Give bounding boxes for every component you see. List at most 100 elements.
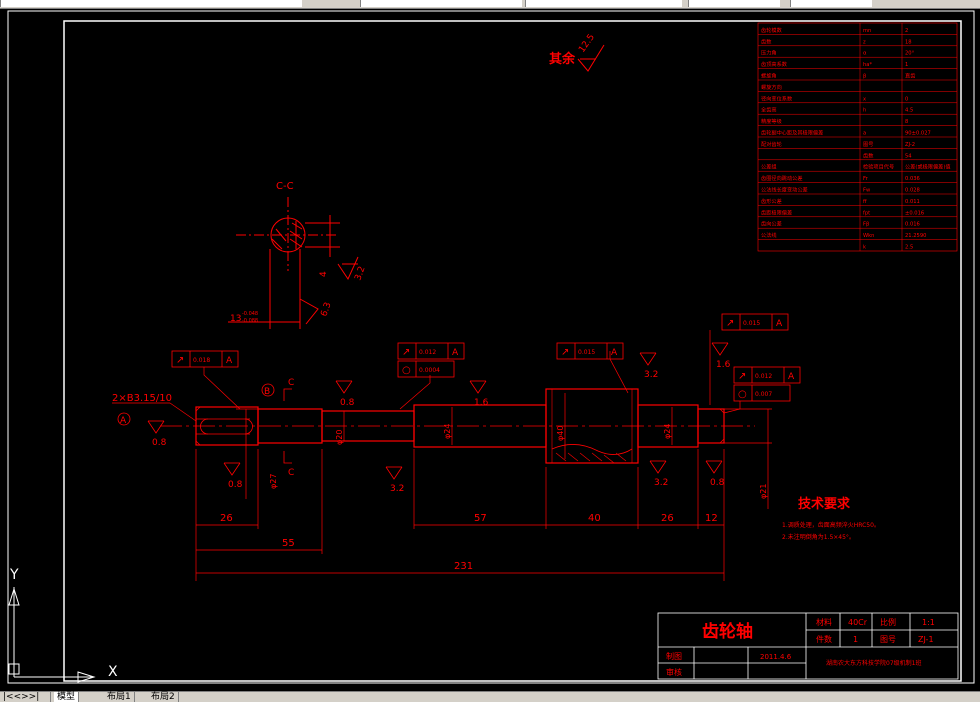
- tech-requirement-1: 1.调质处理，齿面高频淬火HRC50。: [782, 521, 880, 529]
- ucs-y-label: Y: [9, 567, 19, 583]
- table-cell: 21.2590: [905, 233, 926, 239]
- tolerance-datum: A: [611, 348, 618, 358]
- table-cell: k: [863, 245, 866, 251]
- table-cell: 0: [905, 96, 908, 102]
- table-cell: 8: [905, 119, 908, 125]
- toolbar-segment[interactable]: [790, 0, 872, 7]
- roughness-symbol-other: [577, 44, 605, 72]
- tab-nav-buttons[interactable]: |<<>>|: [0, 692, 51, 702]
- table-cell: 齿形公差: [761, 197, 782, 205]
- roughness-value: 1.6: [716, 360, 731, 370]
- dim-phi20: φ20: [335, 430, 344, 445]
- table-cell: 齿数: [863, 151, 874, 159]
- table-cell: 18: [905, 39, 912, 45]
- sheet-outer-border: [7, 10, 975, 684]
- checked-by-label: 审核: [666, 667, 682, 677]
- table-cell: 公差组: [761, 163, 777, 171]
- quantity-value: 1: [853, 635, 858, 644]
- roughness-symbol: 1.6: [469, 380, 489, 408]
- table-cell: 全齿高: [761, 106, 777, 114]
- tolerance-value: 0.012: [755, 373, 772, 380]
- table-cell: 0.011: [905, 199, 920, 205]
- table-cell: 直齿: [905, 72, 915, 80]
- datum-b-label: B: [264, 387, 270, 397]
- table-cell: β: [863, 74, 866, 80]
- table-cell: Wkn: [863, 233, 874, 239]
- table-cell: 2: [905, 28, 908, 34]
- table-cell: 齿向公差: [761, 220, 782, 228]
- table-cell: 2.5: [905, 245, 913, 251]
- table-cell: 54: [905, 153, 912, 159]
- tolerance-value: 0.018: [193, 357, 210, 364]
- table-cell: ZJ-2: [905, 142, 915, 148]
- table-cell: 螺旋角: [761, 72, 777, 80]
- table-cell: 齿轮副中心距及其极限偏差: [761, 129, 823, 137]
- tab-layout2[interactable]: 布局2: [148, 692, 179, 702]
- toolbar-segment[interactable]: [0, 0, 302, 7]
- roughness-symbol: 0.8: [223, 462, 243, 490]
- table-cell: h: [863, 108, 866, 114]
- dim-phi27: φ27: [269, 474, 278, 489]
- other-surfaces-label: 其余: [549, 51, 576, 67]
- tab-model[interactable]: 模型: [54, 692, 80, 702]
- table-cell: 齿距极限偏差: [761, 208, 792, 216]
- tolerance-value: 0.007: [755, 391, 772, 398]
- table-cell: 图号: [863, 141, 873, 148]
- center-hole-note: 2×B3.15/10: [112, 393, 172, 404]
- table-cell: 90±0.027: [905, 131, 931, 137]
- roughness-value: 3.2: [654, 478, 668, 488]
- table-cell: Fr: [863, 176, 869, 182]
- tolerance-datum: A: [788, 372, 795, 382]
- table-cell: 齿圈径向跳动公差: [761, 174, 803, 182]
- roughness-value: 3.2: [390, 484, 404, 494]
- nav-next-button[interactable]: >: [21, 692, 29, 702]
- scale-label: 比例: [880, 617, 896, 627]
- tolerance-symbol: ↗: [176, 355, 184, 366]
- drawing-no-label: 图号: [880, 635, 896, 644]
- section-cut-c-bottom: C: [288, 468, 294, 478]
- nav-last-button[interactable]: >|: [28, 692, 40, 702]
- tolerance-datum: A: [226, 356, 233, 366]
- tab-layout1[interactable]: 布局1: [104, 692, 135, 702]
- table-cell: 精度等级: [761, 117, 782, 125]
- section-roughness-6-3: 6.3: [319, 301, 333, 318]
- table-cell: z: [863, 39, 866, 45]
- table-cell: fpt: [863, 210, 870, 216]
- toolbar-segment[interactable]: [360, 0, 522, 7]
- table-cell: ha*: [863, 62, 872, 68]
- roughness-value: 0.8: [340, 398, 355, 408]
- table-cell: 齿轮模数: [761, 26, 783, 34]
- table-cell: x: [863, 96, 866, 102]
- table-cell: ±0.016: [905, 210, 924, 216]
- drawn-date: 2011.4.6: [760, 653, 792, 661]
- tolerance-value: 0.0004: [419, 367, 440, 374]
- table-cell: 0.036: [905, 176, 920, 182]
- section-dim-13: 13: [230, 314, 241, 324]
- table-cell: 公法线: [761, 231, 777, 239]
- roughness-symbol: 0.8: [335, 380, 355, 408]
- datum-b-marker: [261, 383, 275, 397]
- roughness-value: 3.2: [644, 370, 658, 380]
- dim-26-right: 26: [661, 513, 674, 524]
- sheet-inner-border: [63, 20, 962, 682]
- tech-requirements-title: 技术要求: [798, 496, 851, 512]
- tolerance-frame: ○0.007: [733, 384, 791, 402]
- roughness-symbol: 0.8: [705, 460, 725, 488]
- table-cell: mn: [863, 28, 871, 34]
- table-cell: 齿数: [761, 37, 772, 45]
- organization: 湖南农大东方科技学院07级机制1班: [826, 659, 921, 667]
- nav-first-button[interactable]: |<: [3, 692, 14, 702]
- toolbar-segment[interactable]: [525, 0, 682, 7]
- nav-prev-button[interactable]: <: [13, 692, 22, 702]
- table-cell: 配对齿轮: [761, 140, 782, 148]
- dim-12: 12: [705, 513, 718, 524]
- toolbar-segment[interactable]: [688, 0, 780, 7]
- table-cell: 齿顶高系数: [761, 60, 788, 68]
- table-cell: 1: [905, 62, 908, 68]
